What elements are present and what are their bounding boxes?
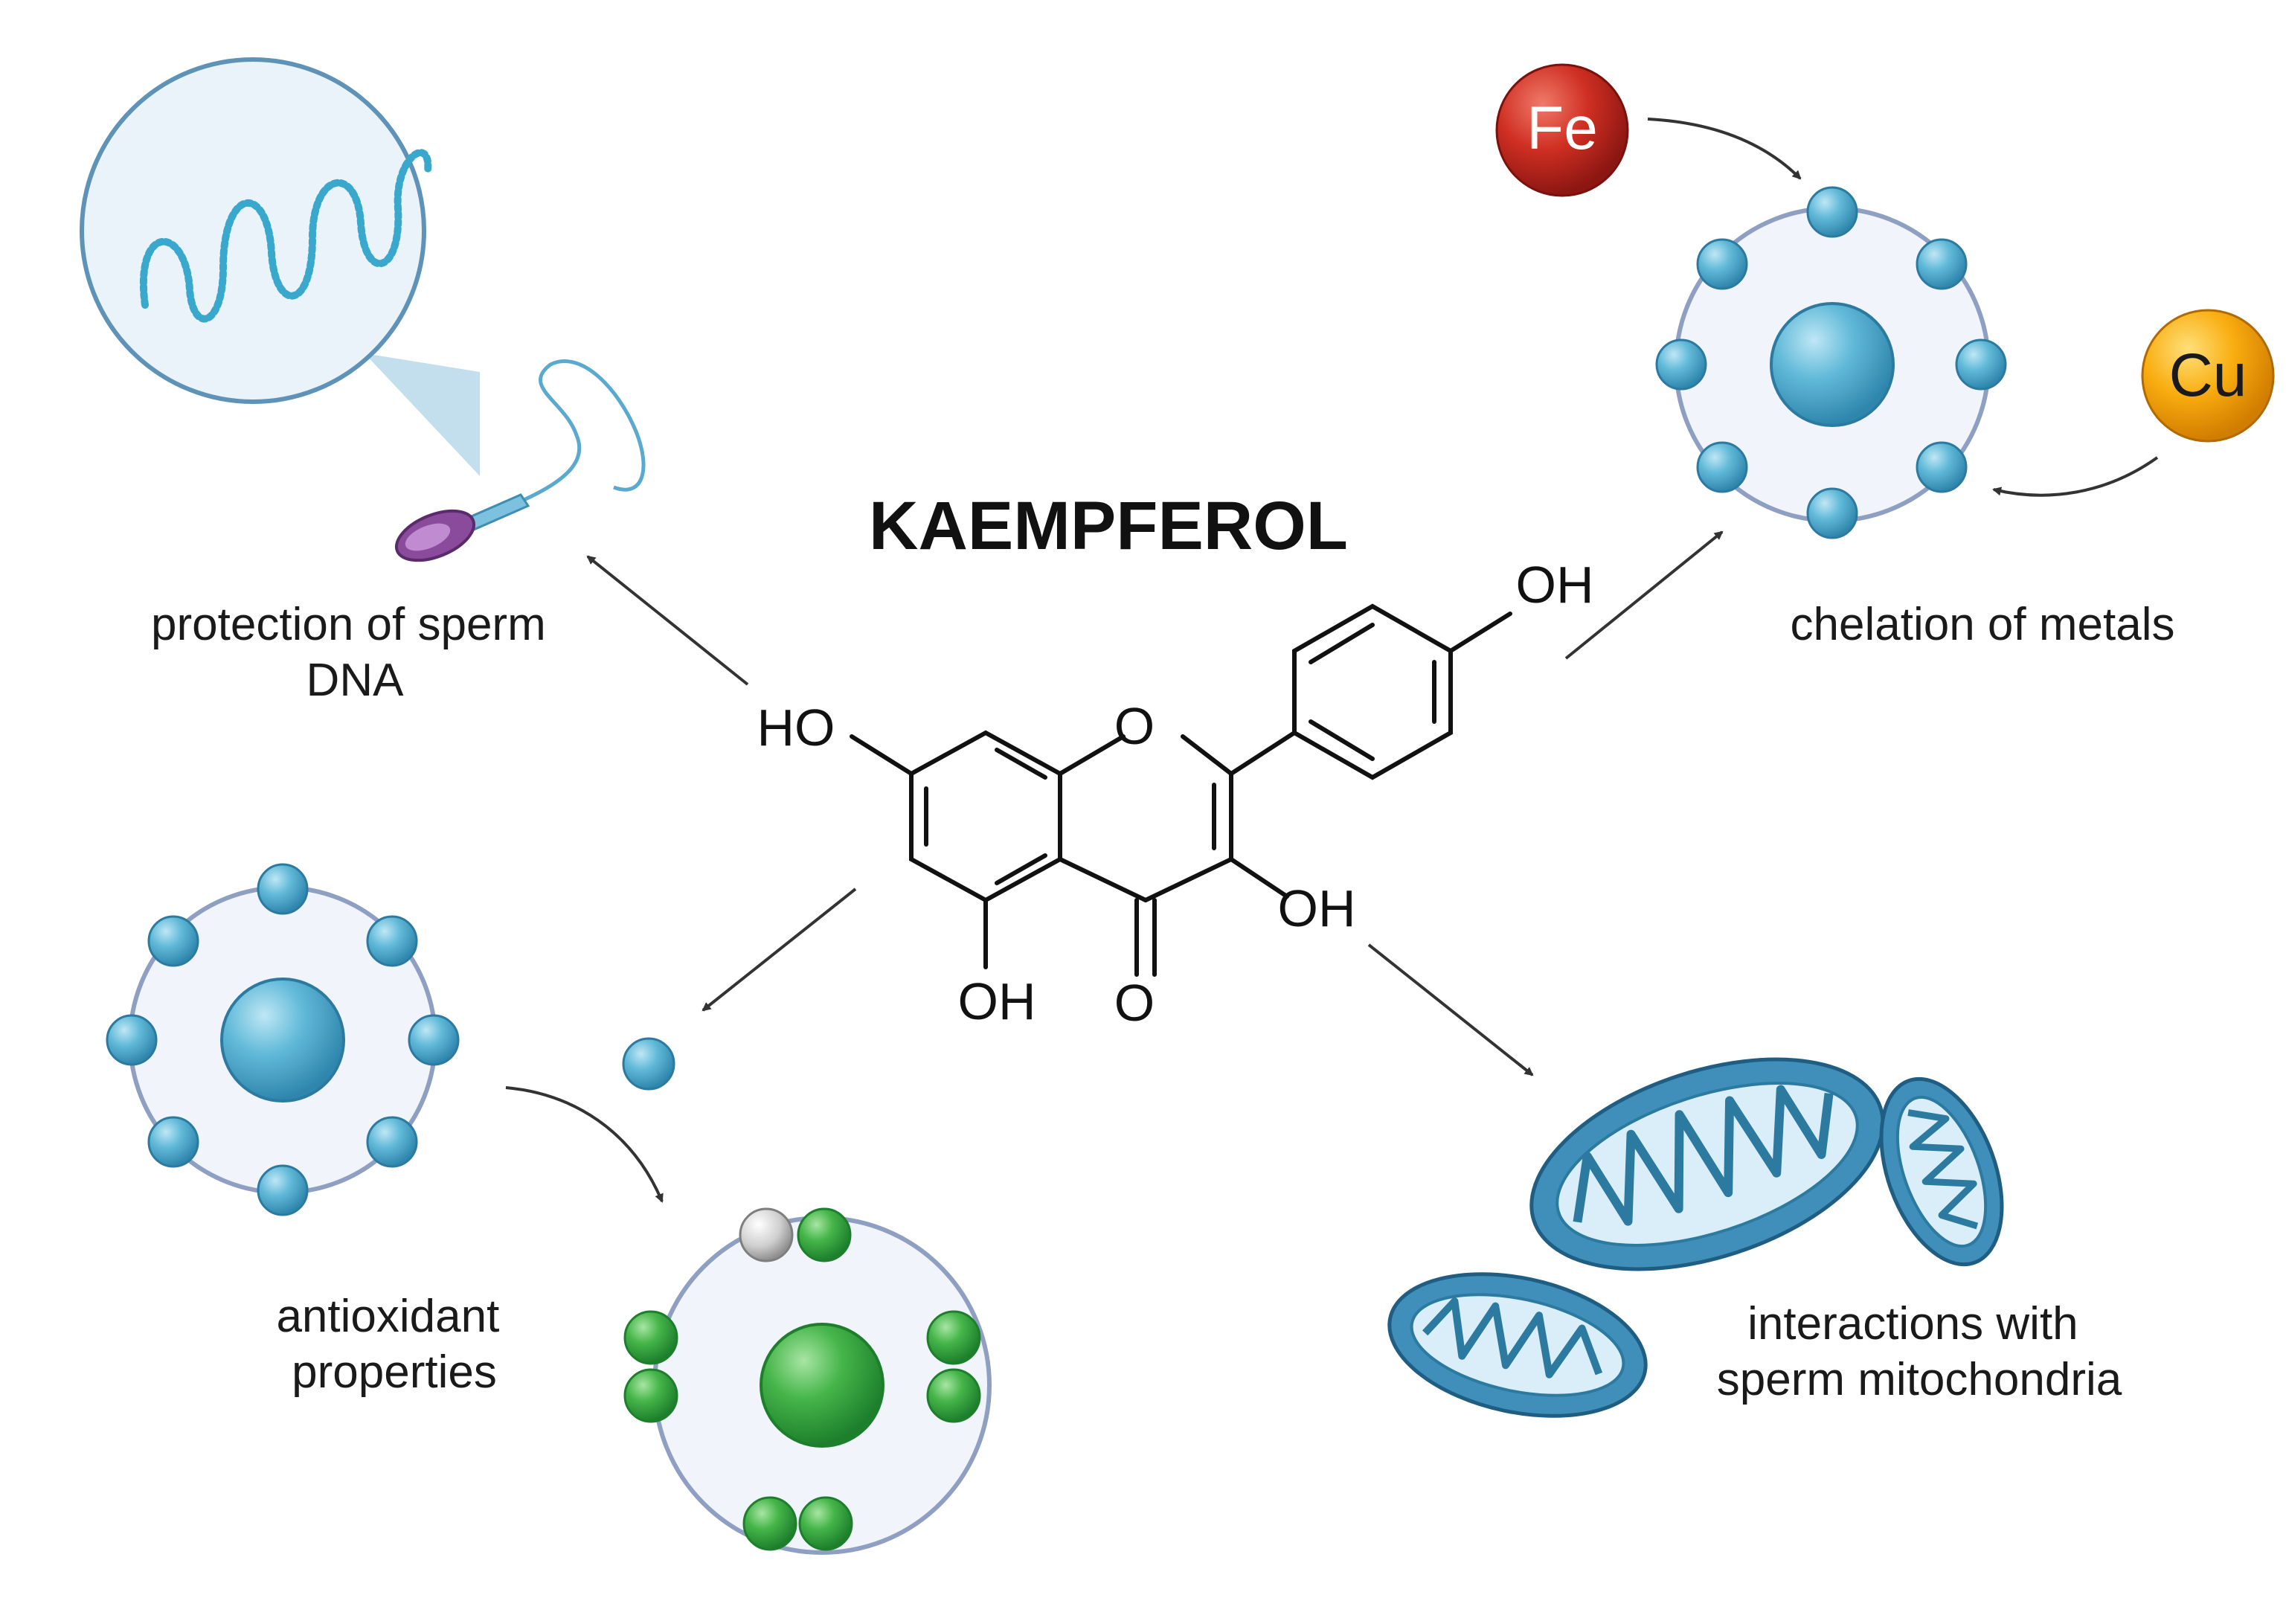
electron — [147, 915, 199, 967]
electron — [1806, 487, 1858, 539]
electron — [797, 1207, 852, 1262]
electron — [1696, 441, 1748, 493]
arrow-to-mitochondria — [1367, 943, 1534, 1076]
radical-nucleus — [220, 978, 345, 1103]
stabilized-electrons — [623, 1207, 981, 1551]
electron — [257, 1164, 309, 1216]
label-mitochondria: interactions with sperm mitochondria — [1717, 1298, 2122, 1405]
arrow-to-antioxidant — [701, 888, 857, 1012]
hydroxyl-3: OH — [1278, 879, 1356, 937]
sperm-dna-illustration — [80, 57, 646, 562]
electron — [1655, 338, 1707, 391]
carbonyl-oxygen: O — [1114, 974, 1155, 1032]
sperm-tail — [516, 359, 646, 505]
ring-b — [1292, 603, 1453, 780]
label-dna-protection: protection of sperm DNA — [151, 599, 559, 706]
mitochondrion-small — [1879, 1076, 2004, 1267]
electron — [926, 1368, 981, 1423]
mitochondrion-large — [1529, 1057, 1885, 1271]
electron — [106, 1014, 158, 1066]
ring-a — [909, 730, 1062, 903]
hydroxyl-5: OH — [958, 972, 1036, 1030]
antioxidant-illustration — [106, 863, 992, 1555]
dna-strand — [139, 149, 432, 323]
diagram-title: KAEMPFEROL — [869, 488, 1348, 564]
iron-symbol: Fe — [1526, 94, 1598, 162]
arrow-to-chelation — [1564, 530, 1724, 660]
iron-ion: Fe — [1495, 63, 1629, 197]
kaempferol-structure: HO OH OH OH O O — [757, 556, 1594, 1032]
electron — [366, 1116, 418, 1168]
ring-oxygen: O — [1114, 697, 1155, 755]
hydroxyl-7: HO — [757, 699, 835, 757]
copper-sphere — [2141, 309, 2275, 443]
label-antioxidant: antioxidant properties — [276, 1291, 512, 1398]
copper-symbol: Cu — [2169, 341, 2247, 409]
arrow-to-dna — [586, 555, 749, 686]
chelation-electrons — [1655, 186, 2007, 539]
copper-arrow — [1992, 456, 2159, 497]
iron-sphere — [1495, 63, 1629, 197]
electron-grey — [739, 1207, 794, 1262]
donated-electron — [622, 1037, 675, 1091]
electron — [1806, 186, 1858, 238]
electron — [798, 1496, 853, 1551]
electron — [257, 863, 309, 915]
electron — [1696, 238, 1748, 290]
electron — [623, 1310, 678, 1365]
copper-ion: Cu — [2141, 309, 2275, 443]
electron — [1955, 338, 2007, 391]
electron — [926, 1310, 981, 1365]
electron — [1916, 238, 1968, 290]
chelation-illustration: Fe Cu — [1495, 63, 2275, 539]
electron — [408, 1014, 460, 1066]
iron-arrow — [1647, 118, 1802, 180]
electron — [147, 1116, 199, 1168]
stabilized-nucleus — [760, 1323, 884, 1448]
electron — [623, 1368, 678, 1423]
hydroxyl-4prime: OH — [1516, 556, 1594, 614]
mitochondrion-bottom — [1387, 1272, 1648, 1418]
antioxidant-arrow — [505, 1086, 664, 1203]
electron — [366, 915, 418, 967]
effect-arrows — [586, 530, 1724, 1076]
mitochondria-illustration — [1387, 1057, 2004, 1418]
electron — [742, 1496, 797, 1551]
magnifier-cone — [365, 353, 480, 476]
electron — [1916, 441, 1968, 493]
label-chelation: chelation of metals — [1791, 599, 2175, 650]
radical-electrons — [106, 863, 460, 1216]
chelation-nucleus — [1770, 302, 1895, 427]
magnifier-lens — [80, 57, 426, 404]
